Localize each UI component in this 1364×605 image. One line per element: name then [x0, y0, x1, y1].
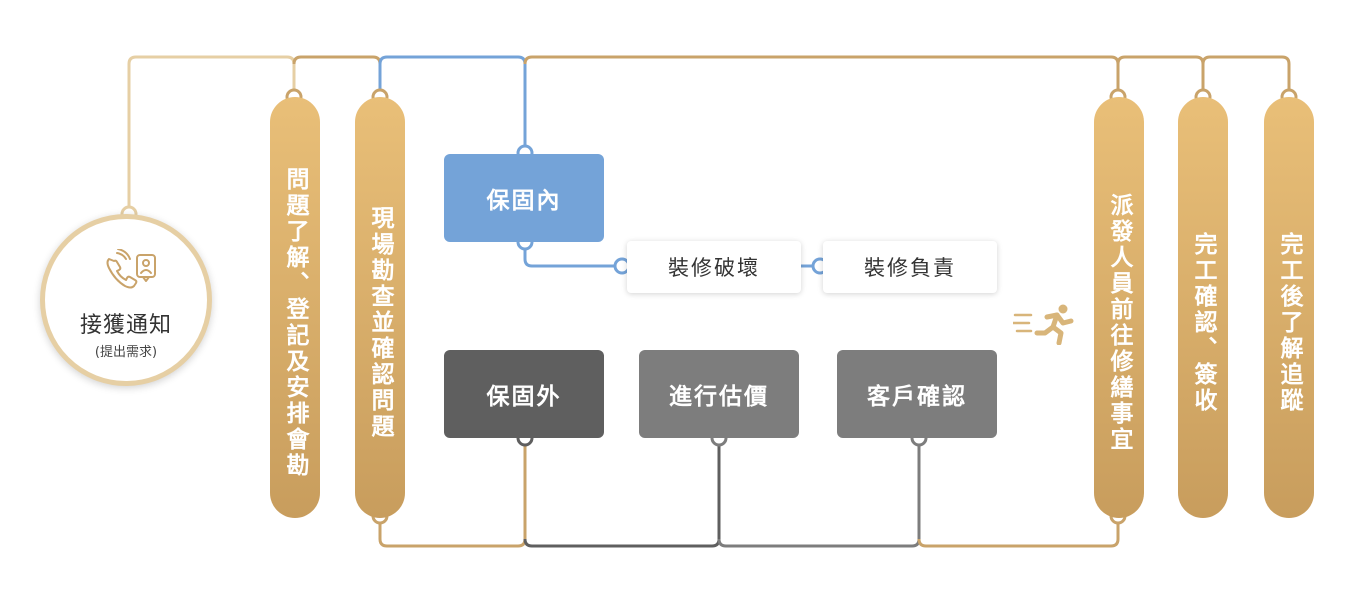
in-warranty-box: 保固內 [444, 154, 604, 242]
step-dispatch: 派發人員前往修繕事宜 [1094, 97, 1144, 518]
customer-confirm-box: 客戶確認 [837, 350, 997, 438]
estimate-box: 進行估價 [639, 350, 799, 438]
renovation-responsibility-card: 裝修負責 [823, 241, 997, 293]
start-node: 接獲通知 (提出需求) [40, 214, 212, 386]
step-followup: 完工後了解追蹤 [1264, 97, 1314, 518]
start-subtitle: (提出需求) [94, 345, 158, 360]
step-site-survey: 現場勘查並確認問題 [355, 97, 405, 518]
start-title: 接獲通知 [79, 313, 172, 338]
phone-contact-icon [106, 249, 156, 289]
renovation-damage-card: 裝修破壞 [627, 241, 801, 293]
running-person-icon [1013, 304, 1074, 345]
step-problem-understanding: 問題了解、登記及安排會勘 [270, 97, 320, 518]
step-completion-signoff: 完工確認、簽收 [1178, 97, 1228, 518]
out-of-warranty-box: 保固外 [444, 350, 604, 438]
